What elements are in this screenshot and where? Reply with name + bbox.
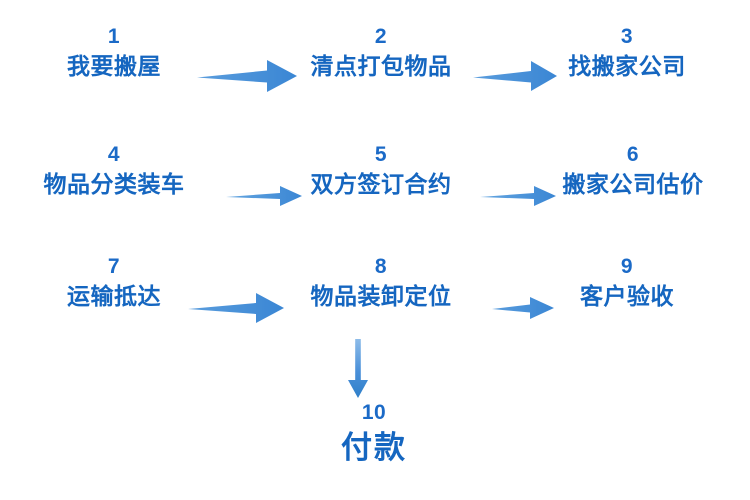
flow-step-5[interactable]: 5 双方签订合约 (311, 144, 452, 196)
arrow-right-4-to-5 (224, 182, 304, 210)
flow-step-7[interactable]: 7 运输抵达 (67, 256, 161, 308)
flow-step-1[interactable]: 1 我要搬屋 (67, 26, 161, 78)
step-number: 8 (374, 255, 388, 278)
step-label: 搬家公司估价 (562, 171, 704, 197)
step-label: 找搬家公司 (568, 53, 686, 79)
step-label: 运输抵达 (67, 283, 161, 309)
step-number: 2 (374, 25, 388, 48)
flow-step-2[interactable]: 2 清点打包物品 (311, 26, 452, 78)
step-number: 5 (374, 143, 388, 166)
arrow-down-8-to-10 (343, 338, 373, 400)
step-number: 6 (626, 143, 640, 166)
flow-step-10[interactable]: 10 付款 (341, 402, 407, 465)
step-label: 清点打包物品 (310, 53, 452, 79)
step-label: 客户验收 (580, 283, 674, 309)
arrow-right-2-to-3 (471, 56, 559, 96)
arrow-right-7-to-8 (186, 289, 286, 327)
step-number: 1 (107, 25, 121, 48)
flow-step-3[interactable]: 3 找搬家公司 (568, 26, 686, 78)
step-label: 双方签订合约 (310, 171, 452, 197)
step-number: 4 (107, 143, 121, 166)
flow-step-6[interactable]: 6 搬家公司估价 (563, 144, 704, 196)
step-label: 物品装卸定位 (310, 283, 452, 309)
step-label: 物品分类装车 (43, 171, 185, 197)
flow-step-8[interactable]: 8 物品装卸定位 (311, 256, 452, 308)
step-number: 7 (107, 255, 121, 278)
step-label: 我要搬屋 (67, 53, 161, 79)
arrow-right-5-to-6 (478, 182, 558, 210)
flow-step-9[interactable]: 9 客户验收 (580, 256, 674, 308)
step-number: 3 (620, 25, 634, 48)
step-number: 10 (361, 401, 387, 424)
arrow-right-1-to-2 (195, 55, 299, 97)
flow-step-4[interactable]: 4 物品分类装车 (44, 144, 185, 196)
step-number: 9 (620, 255, 634, 278)
arrow-right-8-to-9 (490, 293, 556, 323)
step-label: 付款 (341, 430, 407, 465)
